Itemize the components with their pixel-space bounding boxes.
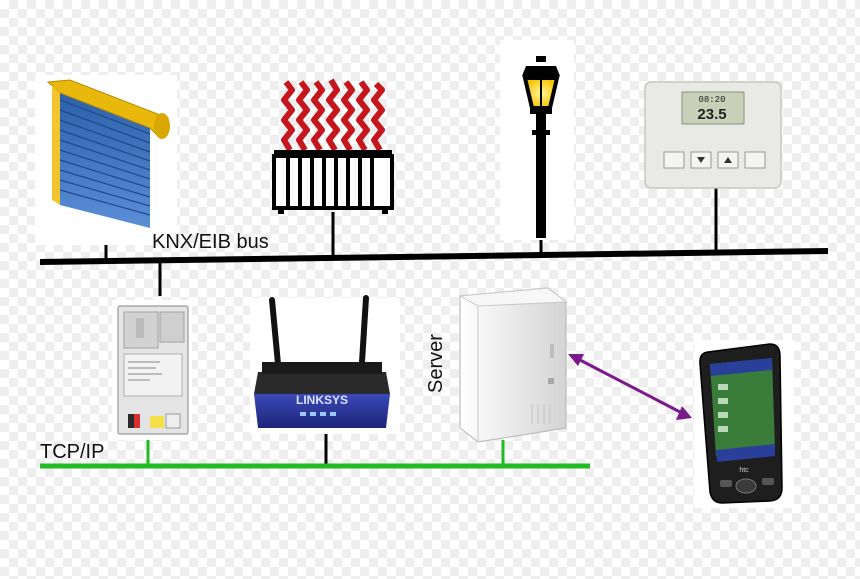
heater-icon xyxy=(272,78,394,214)
server-icon xyxy=(458,287,568,443)
server-label: Server xyxy=(424,334,447,393)
roller-shutter-icon xyxy=(35,75,177,245)
thermostat-icon xyxy=(644,81,782,189)
street-lamp-icon xyxy=(500,40,574,240)
wireless-router-icon xyxy=(250,295,400,434)
tcp-ip-label: TCP/IP xyxy=(40,441,105,463)
thermostat-temperature: 23.5 xyxy=(697,106,726,123)
pda-icon xyxy=(694,340,794,508)
knx-bus-line xyxy=(39,248,829,265)
thermostat-time: 08:20 xyxy=(698,95,725,105)
knx-bus-label: KNX/EIB bus xyxy=(152,231,269,253)
pda-brand: htc xyxy=(739,467,749,474)
knx-ip-gateway-icon xyxy=(112,300,192,440)
tcp-drop-lines xyxy=(146,432,505,468)
router-brand: LINKSYS xyxy=(296,393,348,407)
wireless-link-arrow xyxy=(568,354,692,420)
